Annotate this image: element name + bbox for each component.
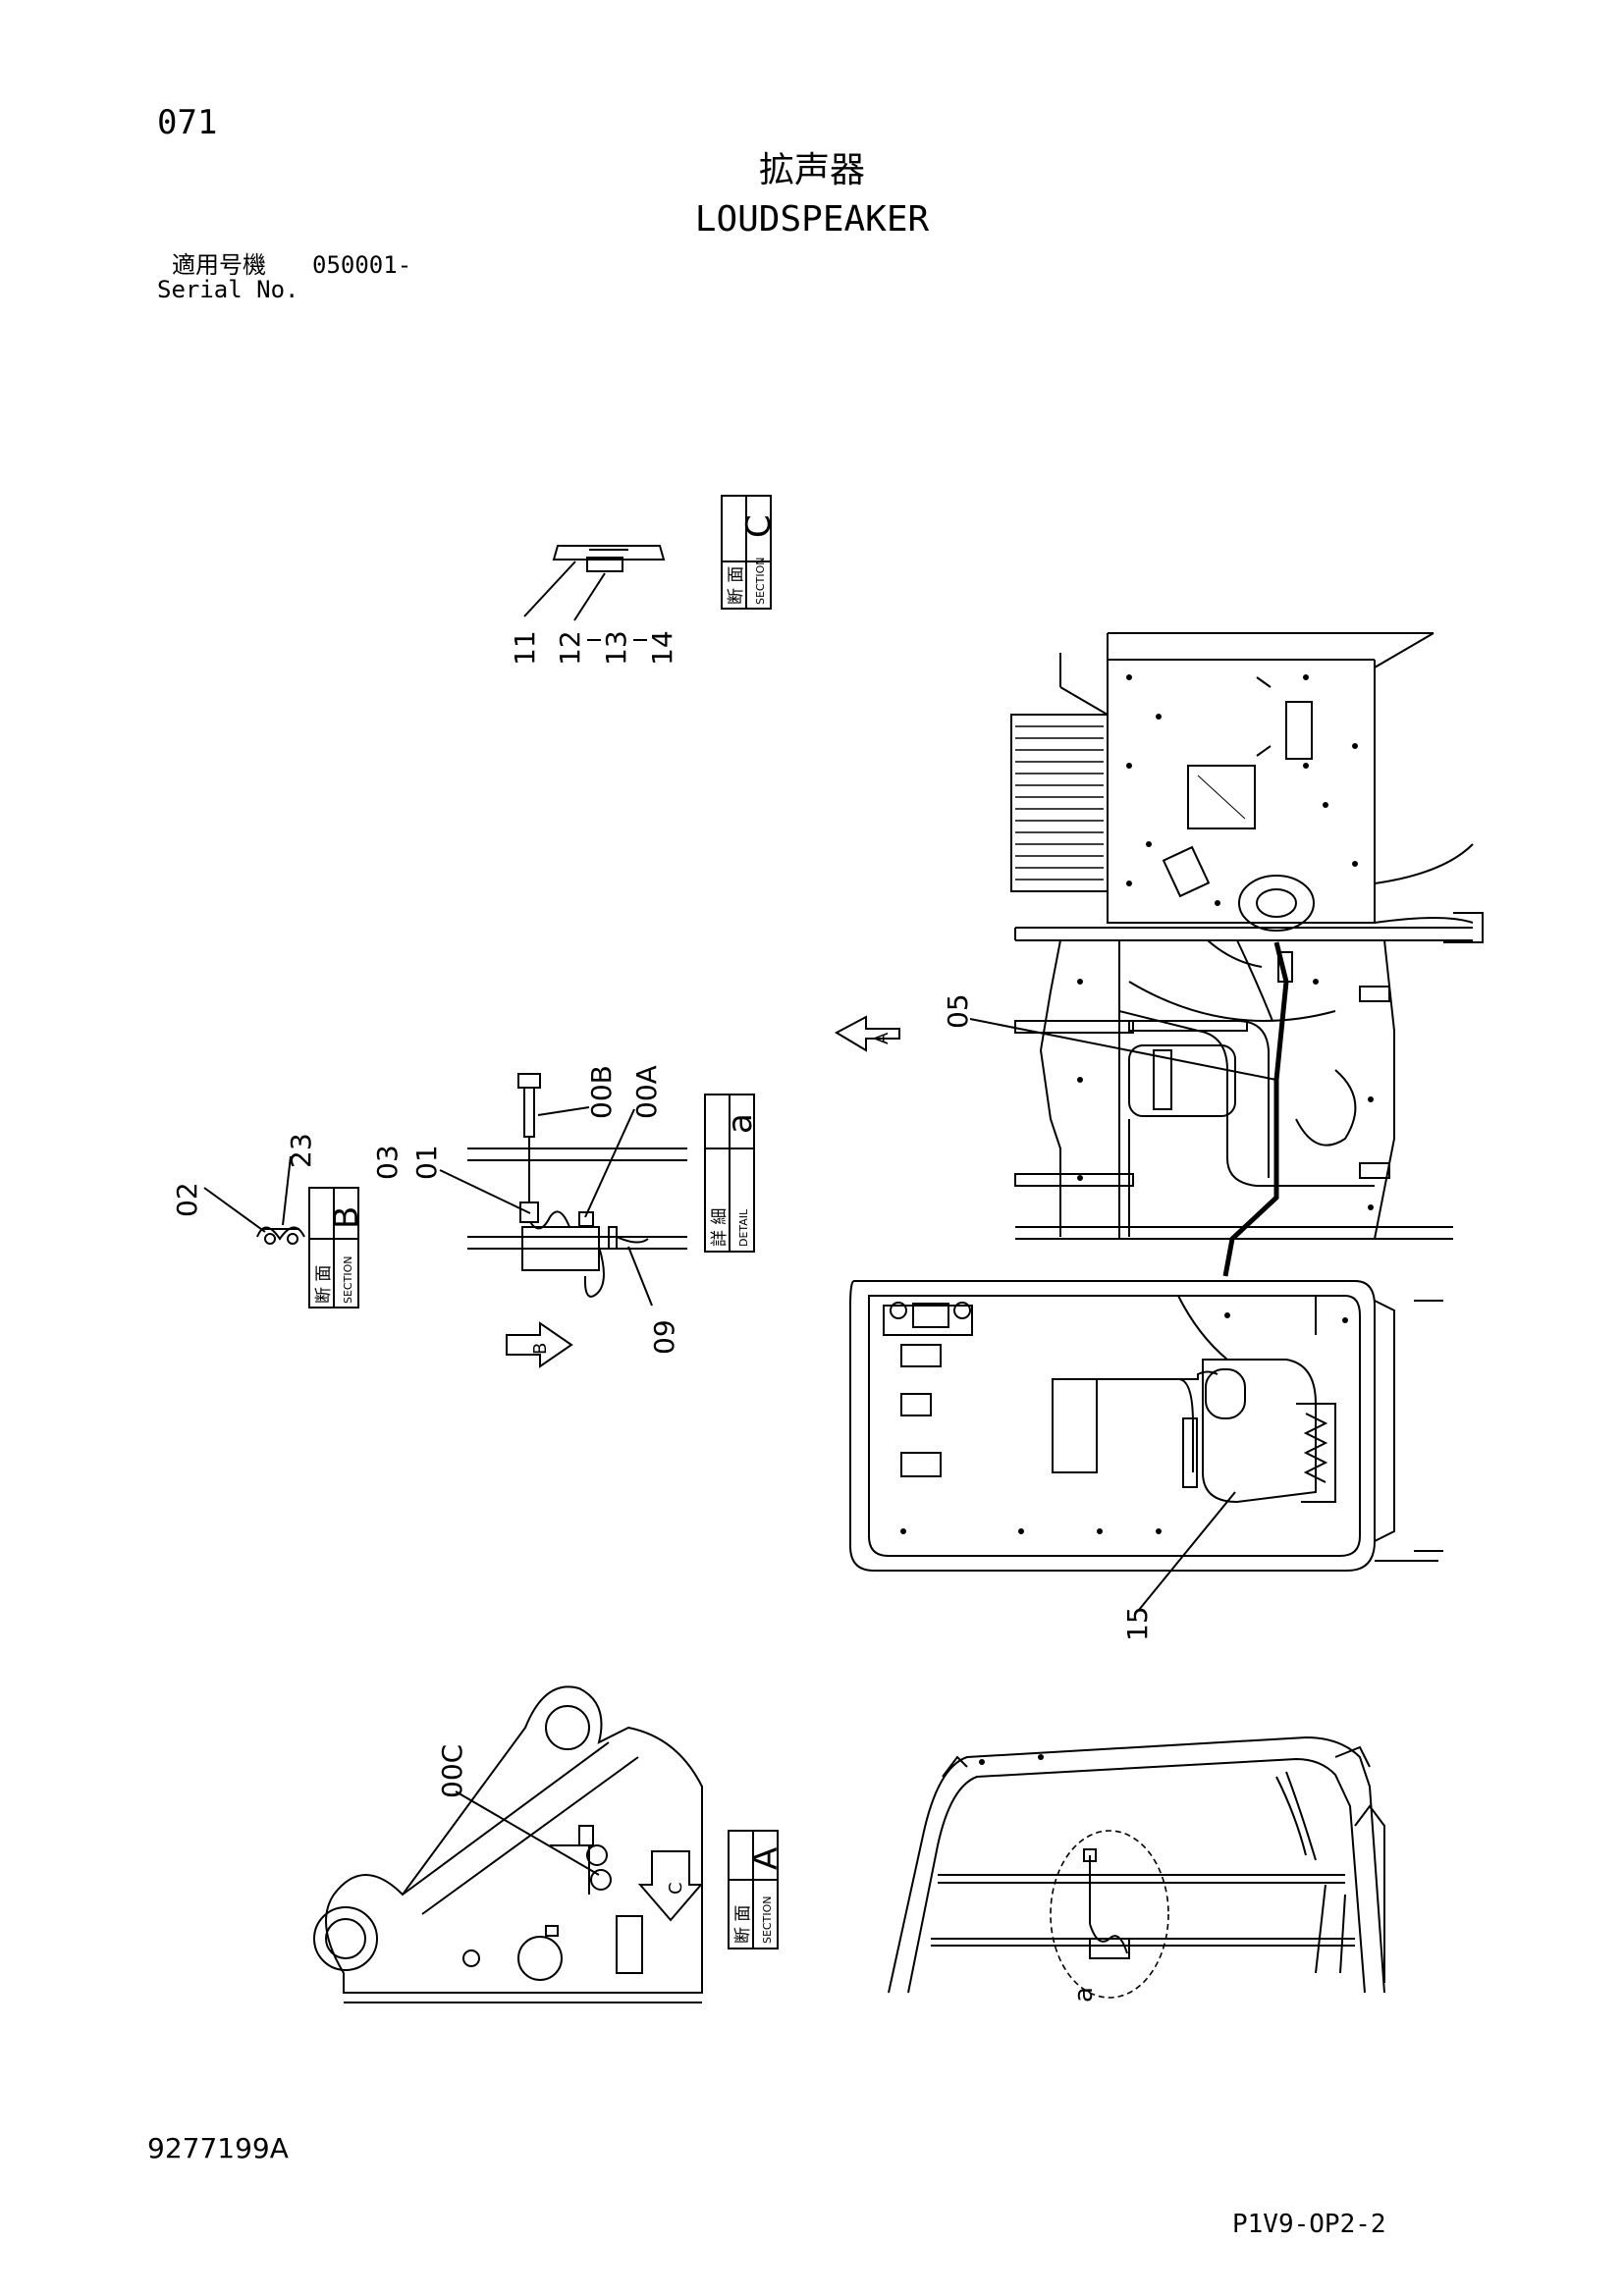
section-a-kind-jp: 断 面	[733, 1905, 753, 1944]
section-a-view	[313, 1685, 703, 2003]
section-c-view: 11 12 13 14 C 断 面 SECTION	[509, 495, 779, 666]
view-arrow-c-letter: C	[666, 1882, 686, 1895]
title-japanese: 拡声器	[758, 150, 865, 190]
view-arrow-b-letter: B	[530, 1343, 551, 1355]
upper-frame-view	[1010, 632, 1484, 943]
detail-circle-label: a	[1069, 1987, 1099, 2002]
leader-line-15	[1138, 1491, 1236, 1611]
operator-cab-view	[849, 1280, 1443, 1572]
serial-number-value: 050001-	[312, 251, 412, 279]
leader-line-11	[523, 561, 576, 617]
callout-14: 14	[646, 630, 678, 666]
leader-line-02	[203, 1187, 266, 1233]
section-b-view	[256, 1226, 305, 1245]
view-arrow-c: C	[637, 1850, 704, 1922]
serial-label-japanese: 適用号機	[172, 251, 266, 279]
section-a-label: A 断 面 SECTION	[728, 1830, 785, 1949]
callout-05: 05	[942, 993, 974, 1029]
callout-00B: 00B	[585, 1065, 618, 1119]
callout-13: 13	[600, 630, 632, 666]
section-c-kind-jp: 断 面	[727, 566, 746, 605]
speaker-part	[552, 545, 666, 572]
callout-23: 23	[285, 1133, 317, 1168]
view-arrow-b: B	[506, 1321, 573, 1368]
leader-line-00B	[537, 1106, 590, 1116]
section-b-label: B 断 面 SECTION	[308, 1187, 366, 1308]
detail-a-label: a 詳 細 DETAIL	[704, 1094, 760, 1253]
callout-09: 09	[648, 1319, 680, 1355]
section-b-kind-en: SECTION	[342, 1256, 354, 1304]
leader-line-00A	[584, 1108, 635, 1218]
callout-02: 02	[171, 1182, 203, 1217]
section-b-letter: B	[327, 1206, 366, 1229]
document-number: 9277199A	[147, 2132, 289, 2164]
detail-a-view	[467, 1073, 687, 1298]
callout-03: 03	[371, 1145, 404, 1180]
view-arrow-a: A	[834, 1015, 900, 1052]
leader-line-00C	[455, 1790, 600, 1876]
page-number: 071	[157, 103, 218, 142]
callout-00A: 00A	[630, 1065, 663, 1119]
detail-a-circle	[1050, 1830, 1169, 1999]
leader-line-09	[627, 1246, 653, 1307]
page-code: P1V9-OP2-2	[1232, 2210, 1386, 2239]
section-c-label: C 断 面 SECTION	[721, 495, 779, 610]
section-a-kind-en: SECTION	[761, 1896, 774, 1944]
leader-line-05	[969, 1018, 1277, 1081]
callout-15: 15	[1121, 1606, 1154, 1641]
view-arrow-a-letter: A	[872, 1032, 893, 1044]
callout-12: 12	[554, 630, 586, 666]
serial-label-english: Serial No.	[157, 276, 299, 303]
cab-side-view	[888, 1735, 1385, 1994]
callout-00C: 00C	[436, 1744, 468, 1798]
callout-11: 11	[509, 630, 541, 666]
leader-line-23	[282, 1155, 292, 1226]
section-a-letter: A	[746, 1847, 785, 1870]
radiator-grille	[1010, 714, 1109, 892]
detail-a-letter: a	[721, 1113, 760, 1134]
section-c-kind-en: SECTION	[754, 558, 767, 605]
section-c-letter: C	[739, 514, 779, 538]
detail-a-kind-en: DETAIL	[737, 1208, 750, 1247]
section-b-kind-jp: 断 面	[314, 1265, 334, 1304]
leader-line-12	[573, 572, 606, 621]
leader-line-01	[439, 1169, 531, 1214]
middle-frame-view	[1014, 939, 1453, 1277]
callout-01: 01	[410, 1145, 443, 1180]
title-english: LOUDSPEAKER	[694, 199, 930, 240]
detail-a-kind-jp: 詳 細	[710, 1208, 730, 1247]
